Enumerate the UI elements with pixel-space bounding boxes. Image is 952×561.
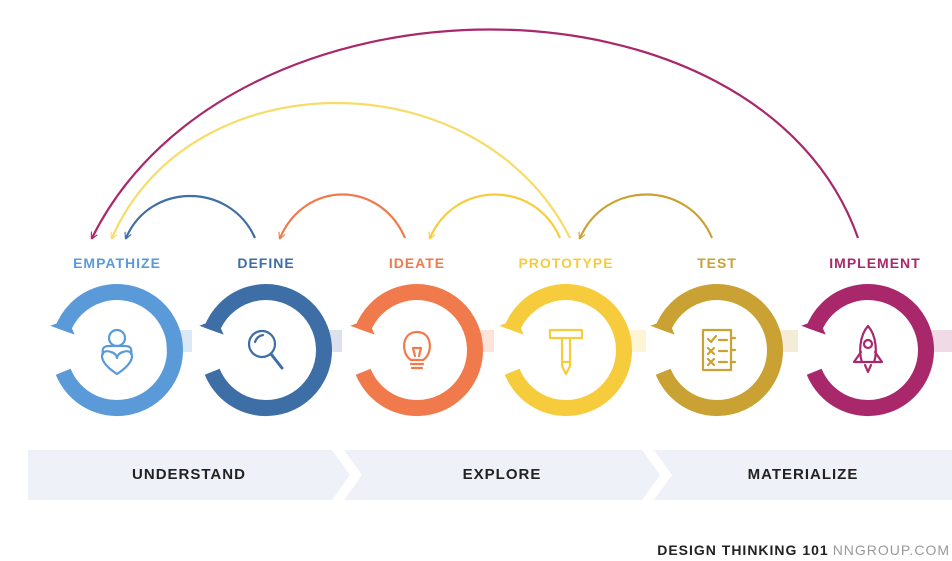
stage-label-test: TEST <box>697 255 737 271</box>
stage-ring-implement <box>801 284 934 417</box>
phase-banner <box>28 450 952 500</box>
arrow-define-to-empathize <box>126 195 257 238</box>
ring-arrowhead-prototype <box>499 319 524 335</box>
feedback-arrows <box>92 28 860 239</box>
ring-arrowhead-define <box>199 319 224 335</box>
arrow-prototype-to-empathize <box>112 102 571 238</box>
arrow-implement-to-empathize <box>92 28 860 239</box>
ring-arc-implement <box>805 284 934 417</box>
stage-ring-define <box>199 284 332 417</box>
arrow-ideate-to-define <box>280 193 407 239</box>
stage-label-implement: IMPLEMENT <box>829 255 921 271</box>
footer-title: DESIGN THINKING 101 <box>657 542 829 558</box>
ring-arc-ideate <box>354 284 483 417</box>
arrow-prototype-to-ideate <box>430 193 562 239</box>
ring-arc-empathize <box>54 284 183 417</box>
phase-label-understand: UNDERSTAND <box>132 466 246 483</box>
stage-ring-test <box>650 284 783 417</box>
ring-arrowhead-ideate <box>350 319 375 335</box>
person-heart-icon <box>100 328 134 376</box>
phase-label-materialize: MATERIALIZE <box>747 466 859 483</box>
ring-arc-test <box>654 284 783 417</box>
ring-arc-prototype <box>503 284 632 417</box>
stage-label-prototype: PROTOTYPE <box>518 255 614 271</box>
magnifier-icon <box>247 329 284 370</box>
rocket-icon <box>852 324 884 374</box>
stage-label-define: DEFINE <box>237 255 295 271</box>
stage-label-empathize: EMPATHIZE <box>73 255 161 271</box>
checklist-icon <box>701 328 737 372</box>
stage-label-ideate: IDEATE <box>388 255 446 271</box>
ring-arrowhead-test <box>650 319 675 335</box>
stage-ring-ideate <box>350 284 483 417</box>
ring-arrowhead-empathize <box>50 319 75 335</box>
hammer-icon <box>548 328 584 376</box>
lightbulb-icon <box>403 330 431 370</box>
ring-arc-define <box>203 284 332 417</box>
stage-ring-prototype <box>499 284 632 417</box>
ring-connectors <box>166 330 952 352</box>
stage-ring-empathize <box>50 284 183 417</box>
footer-site: NNGROUP.COM <box>832 542 950 558</box>
arrow-test-to-prototype <box>580 193 714 239</box>
phase-label-explore: EXPLORE <box>462 466 542 483</box>
ring-arrowhead-implement <box>801 319 826 335</box>
